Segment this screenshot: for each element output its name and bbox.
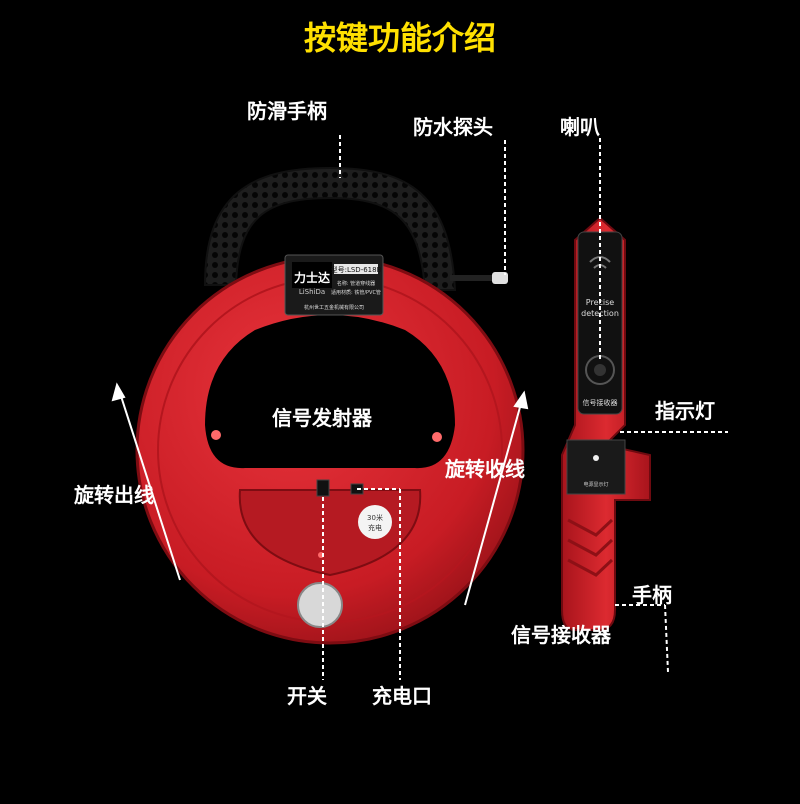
label-waterproof-probe: 防水探头 (413, 115, 493, 139)
waterproof-probe (450, 272, 508, 284)
label-indicator-light: 指示灯 (655, 399, 715, 423)
page-title: 按键功能介绍 (303, 19, 496, 57)
label-receiver: 信号接收器 (511, 623, 611, 647)
receiver-name: 信号接收器 (583, 398, 618, 407)
power-indicator-label: 电源显示灯 (583, 481, 608, 488)
panel-maker: 杭州世工五金机械有限公司 (304, 304, 364, 311)
label-speaker: 喇叭 (560, 115, 600, 139)
anti-slip-handle (203, 166, 457, 291)
panel-line-1: 名称: 管道穿线器 (337, 280, 375, 287)
model-number: 型号:LSD-618B (331, 265, 382, 274)
signal-transmitter-reel (135, 255, 525, 645)
panel-line-2: 适用材质: 铁管/PVC管 (331, 289, 381, 296)
receiver-text-2: detection (581, 309, 619, 318)
spool-hole (297, 582, 343, 628)
signal-receiver (561, 216, 651, 631)
label-switch: 开关 (287, 684, 327, 708)
brand-en: LiShiDa (299, 288, 325, 296)
reel-window (205, 315, 455, 469)
charge-badge-bottom: 充电 (368, 523, 382, 532)
label-charge-port: 充电口 (372, 684, 432, 708)
brand-name: 力士达 (294, 270, 330, 285)
receiver-text-1: Precise (586, 298, 615, 307)
power-switch (316, 479, 330, 497)
rotation-arrows (111, 382, 529, 606)
brand-panel (284, 254, 384, 316)
charge-badge-top: 30米 (367, 513, 383, 522)
label-rotate-in: 旋转收线 (445, 457, 525, 481)
indicator-light (593, 455, 599, 461)
label-handle: 手柄 (632, 583, 672, 607)
brand-logo-icon (292, 262, 332, 288)
charge-badge (358, 505, 392, 539)
label-anti-slip-handle: 防滑手柄 (247, 99, 327, 123)
label-transmitter: 信号发射器 (272, 406, 372, 430)
leader-lines (322, 135, 728, 680)
label-rotate-out: 旋转出线 (74, 483, 154, 507)
